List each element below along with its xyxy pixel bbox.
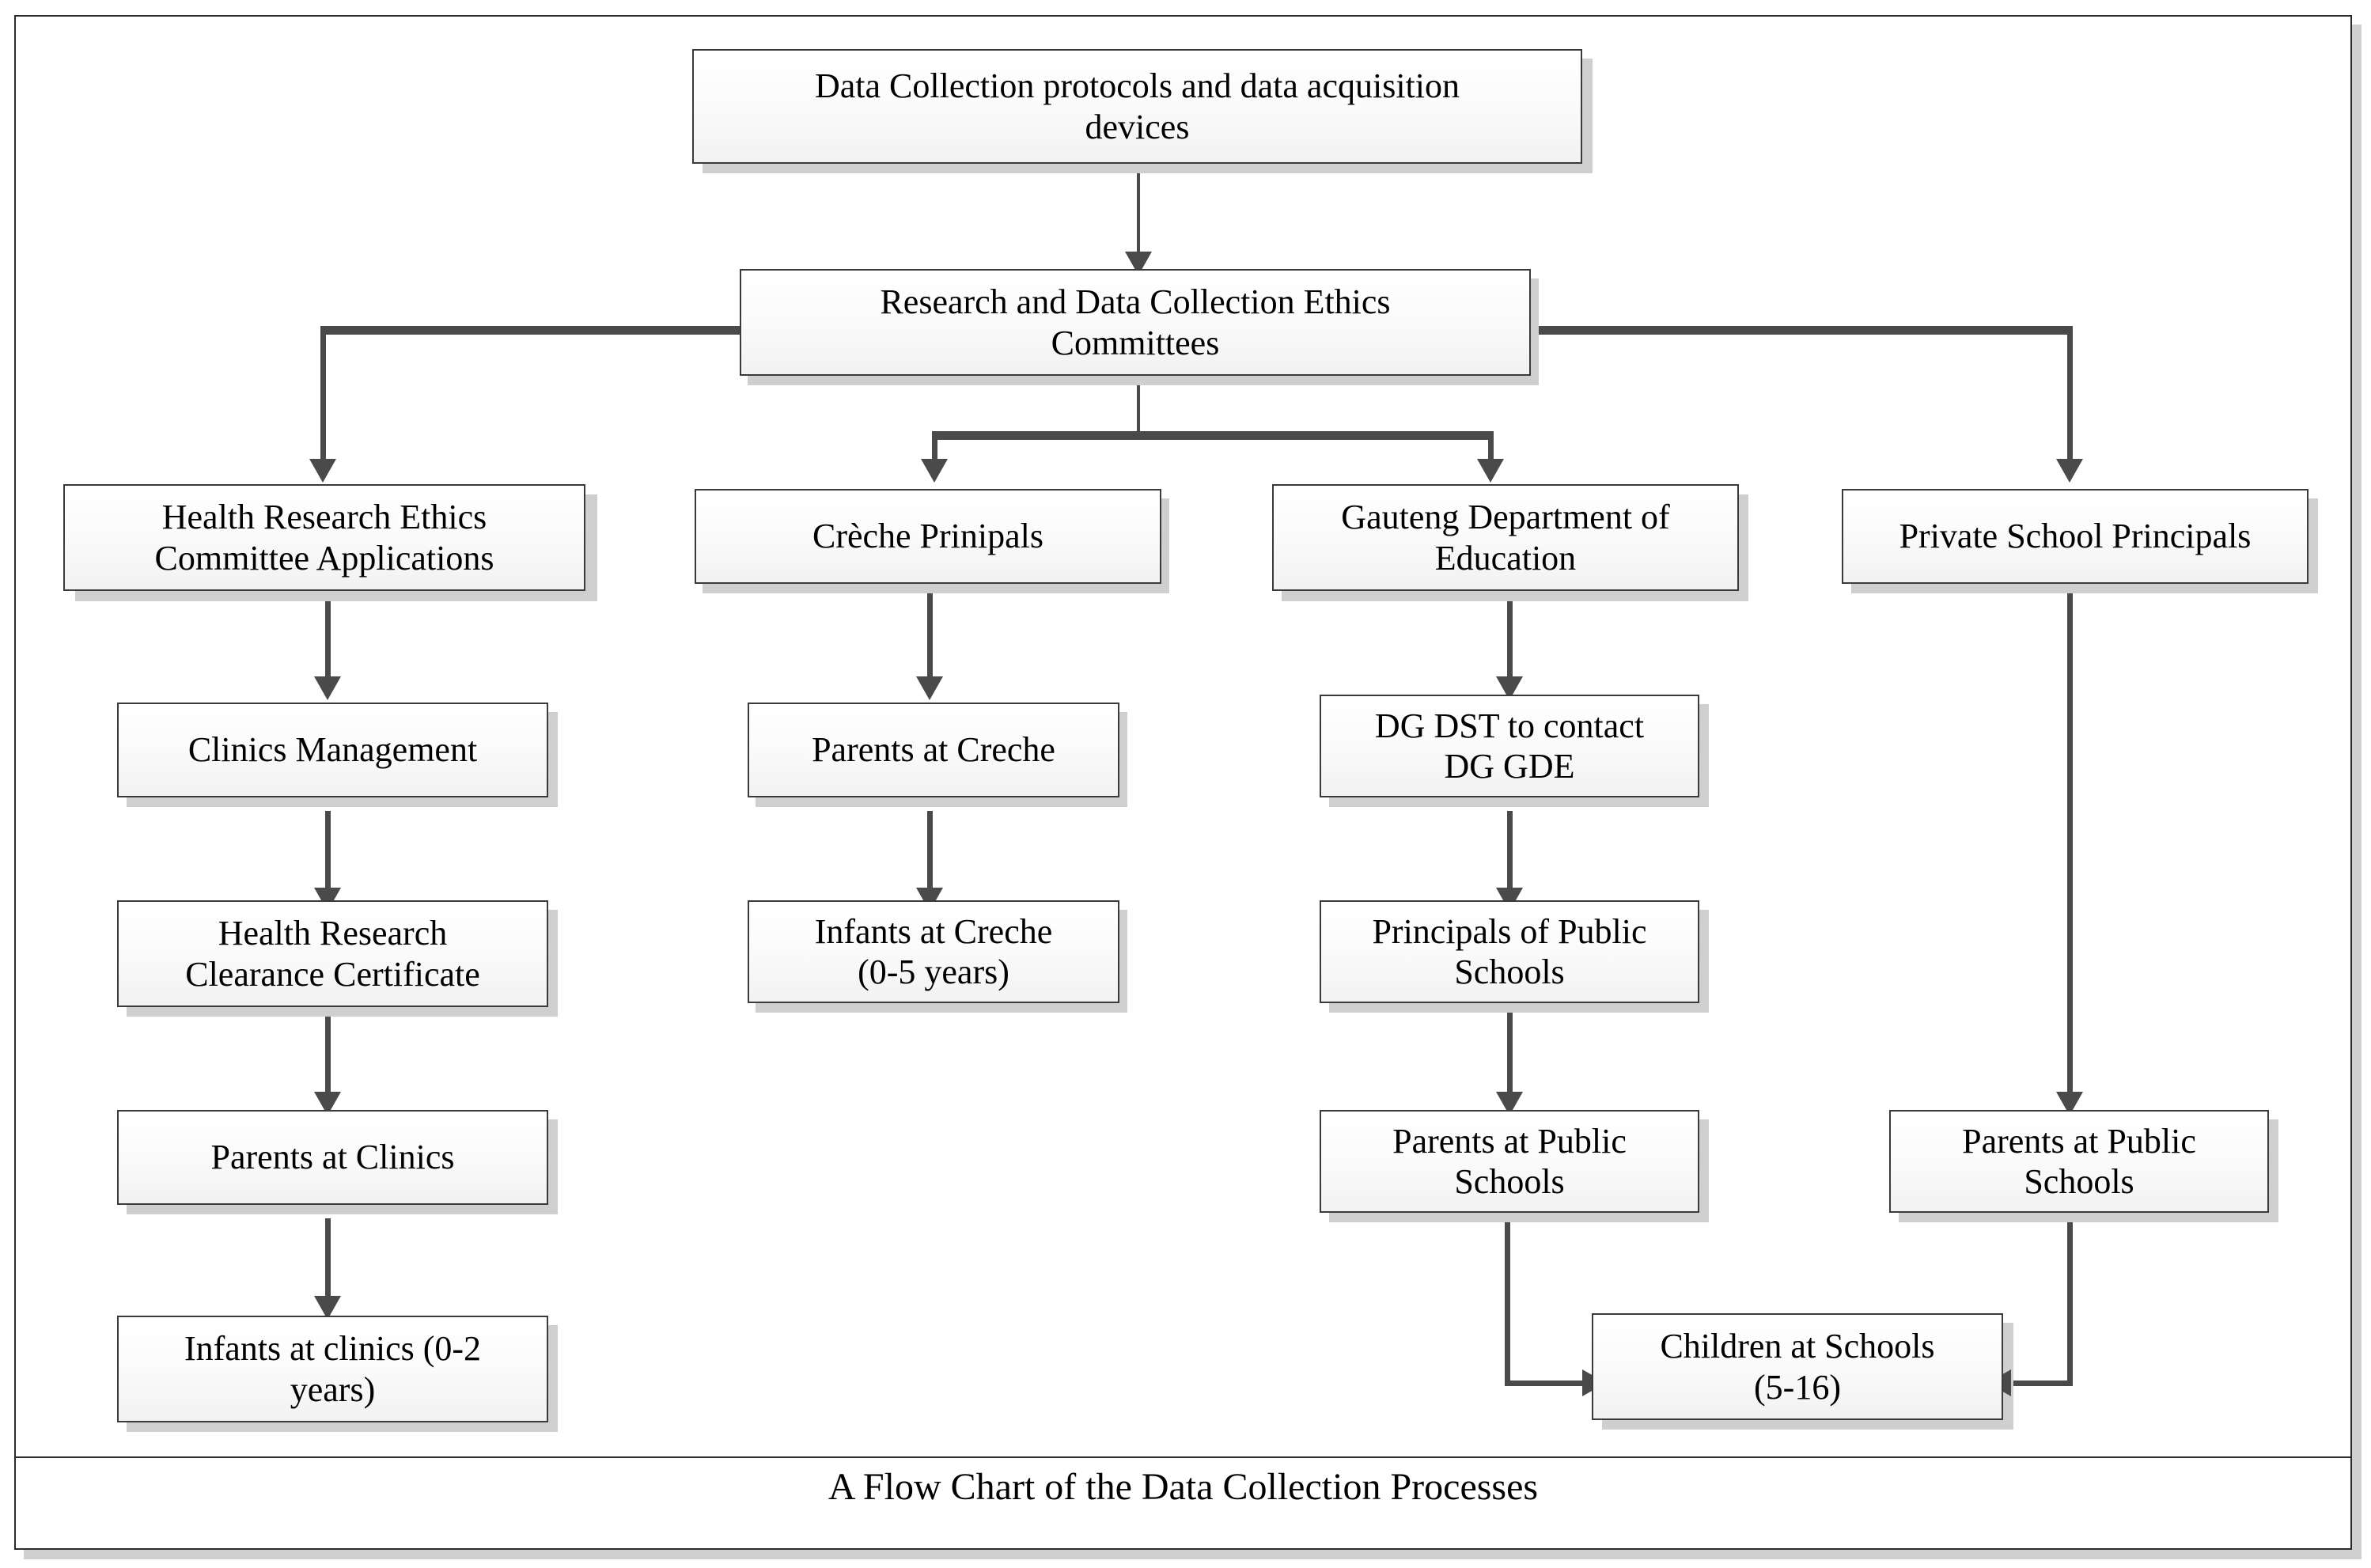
edge-n14-n17-vertical: [1505, 1218, 1510, 1386]
edge-n15-n17-horizontal: [1987, 1381, 2070, 1386]
edge-n2-n4-vertical: [932, 431, 937, 468]
edge-n9-n12-vertical: [1507, 811, 1513, 906]
node-parents-at-creche[interactable]: Parents at Creche: [748, 703, 1119, 797]
node-parents-at-public-schools-gde[interactable]: Parents at Public Schools: [1320, 1110, 1699, 1213]
figure-caption: A Flow Chart of the Data Collection Proc…: [828, 1466, 1539, 1508]
node-n10-line1: Health Research: [218, 914, 448, 953]
node-n9-line2: DG GDE: [1444, 747, 1575, 786]
edge-n4-n8-vertical: [927, 592, 933, 695]
node-n4-line1: Crèche Prinipals: [812, 517, 1044, 556]
node-research-ethics-committees[interactable]: Research and Data Collection Ethics Comm…: [740, 269, 1531, 376]
edge-n1-n2-vertical: [1137, 172, 1140, 255]
edge-n3-n7-vertical: [325, 592, 331, 695]
edge-n3-n7-arrowhead: [314, 676, 341, 700]
node-health-research-clearance-certificate[interactable]: Health Research Clearance Certificate: [117, 900, 548, 1007]
edge-n2-n3-arrowhead: [309, 459, 336, 483]
node-gauteng-department-of-education[interactable]: Gauteng Department of Education: [1272, 484, 1739, 591]
node-n2-line1: Research and Data Collection Ethics: [880, 282, 1391, 322]
edge-n15-n17-vertical: [2067, 1218, 2073, 1386]
edge-n8-n11-vertical: [927, 811, 933, 906]
edge-n2-n5-arrowhead: [1477, 459, 1504, 483]
edge-n2-n6-vertical: [2067, 326, 2073, 468]
edge-n12-n14-vertical: [1507, 1006, 1513, 1109]
node-n16-line1: Infants at clinics (0-2: [184, 1329, 482, 1369]
node-parents-at-clinics[interactable]: Parents at Clinics: [117, 1110, 548, 1205]
node-infants-at-clinics[interactable]: Infants at clinics (0-2 years): [117, 1316, 548, 1422]
node-n14-line2: Schools: [1454, 1162, 1565, 1201]
node-n1-line2: devices: [1085, 107, 1190, 146]
node-n17-line1: Children at Schools: [1660, 1327, 1935, 1366]
node-n1-line1: Data Collection protocols and data acqui…: [814, 66, 1460, 106]
node-n10-line2: Clearance Certificate: [185, 954, 480, 994]
node-n15-line1: Parents at Public: [1962, 1121, 2196, 1161]
node-n5-line1: Gauteng Department of: [1341, 498, 1670, 537]
caption-divider: [16, 1456, 2350, 1458]
node-n7-line1: Clinics Management: [187, 730, 478, 770]
node-n9-line1: DG DST to contact: [1374, 706, 1645, 745]
node-n6-line1: Private School Principals: [1899, 517, 2252, 556]
node-infants-at-creche[interactable]: Infants at Creche (0-5 years): [748, 900, 1119, 1003]
node-n17-line2: (5-16): [1754, 1367, 1841, 1407]
node-n5-line2: Education: [1434, 538, 1577, 578]
node-n8-line1: Parents at Creche: [812, 730, 1055, 770]
node-n14-line1: Parents at Public: [1392, 1121, 1627, 1161]
edge-bus-right: [1527, 326, 2073, 335]
edge-n6-n15-vertical: [2067, 592, 2073, 1110]
edge-n14-n17-horizontal: [1505, 1381, 1606, 1386]
edge-n7-n10-vertical: [325, 811, 331, 906]
edge-center-bus: [932, 431, 1494, 440]
edge-n2-center-stem: [1137, 372, 1140, 435]
node-n11-line2: (0-5 years): [858, 953, 1009, 991]
edge-bus-left: [320, 326, 756, 335]
node-private-school-principals[interactable]: Private School Principals: [1842, 489, 2309, 584]
node-n13-line1: Parents at Clinics: [210, 1138, 455, 1177]
node-n3-line2: Committee Applications: [154, 538, 494, 578]
edge-n2-n5-vertical: [1488, 431, 1494, 468]
node-n12-line1: Principals of Public: [1372, 911, 1647, 951]
node-children-at-schools[interactable]: Children at Schools (5-16): [1592, 1313, 2003, 1420]
node-dg-dst-to-contact-dg-gde[interactable]: DG DST to contact DG GDE: [1320, 695, 1699, 797]
node-creche-principals[interactable]: Crèche Prinipals: [695, 489, 1161, 584]
node-n3-line1: Health Research Ethics: [161, 498, 487, 537]
edge-n2-n3-vertical: [320, 326, 326, 468]
node-n16-line2: years): [290, 1369, 376, 1409]
node-health-research-ethics-committee-applications[interactable]: Health Research Ethics Committee Applica…: [63, 484, 585, 591]
node-parents-at-public-schools-private[interactable]: Parents at Public Schools: [1889, 1110, 2269, 1213]
edge-n2-n6-arrowhead: [2056, 459, 2083, 483]
node-n15-line2: Schools: [2024, 1162, 2134, 1201]
edge-n13-n16-vertical: [325, 1218, 331, 1313]
edge-n5-n9-vertical: [1507, 592, 1513, 695]
node-principals-of-public-schools[interactable]: Principals of Public Schools: [1320, 900, 1699, 1003]
node-clinics-management[interactable]: Clinics Management: [117, 703, 548, 797]
edge-n2-n4-arrowhead: [921, 459, 948, 483]
edge-n4-n8-arrowhead: [916, 676, 943, 700]
edge-n10-n13-vertical: [325, 1006, 331, 1109]
node-n11-line1: Infants at Creche: [814, 911, 1053, 951]
node-data-collection-protocols[interactable]: Data Collection protocols and data acqui…: [692, 49, 1582, 164]
node-n12-line2: Schools: [1454, 953, 1565, 991]
node-n2-line2: Committees: [1051, 323, 1220, 362]
